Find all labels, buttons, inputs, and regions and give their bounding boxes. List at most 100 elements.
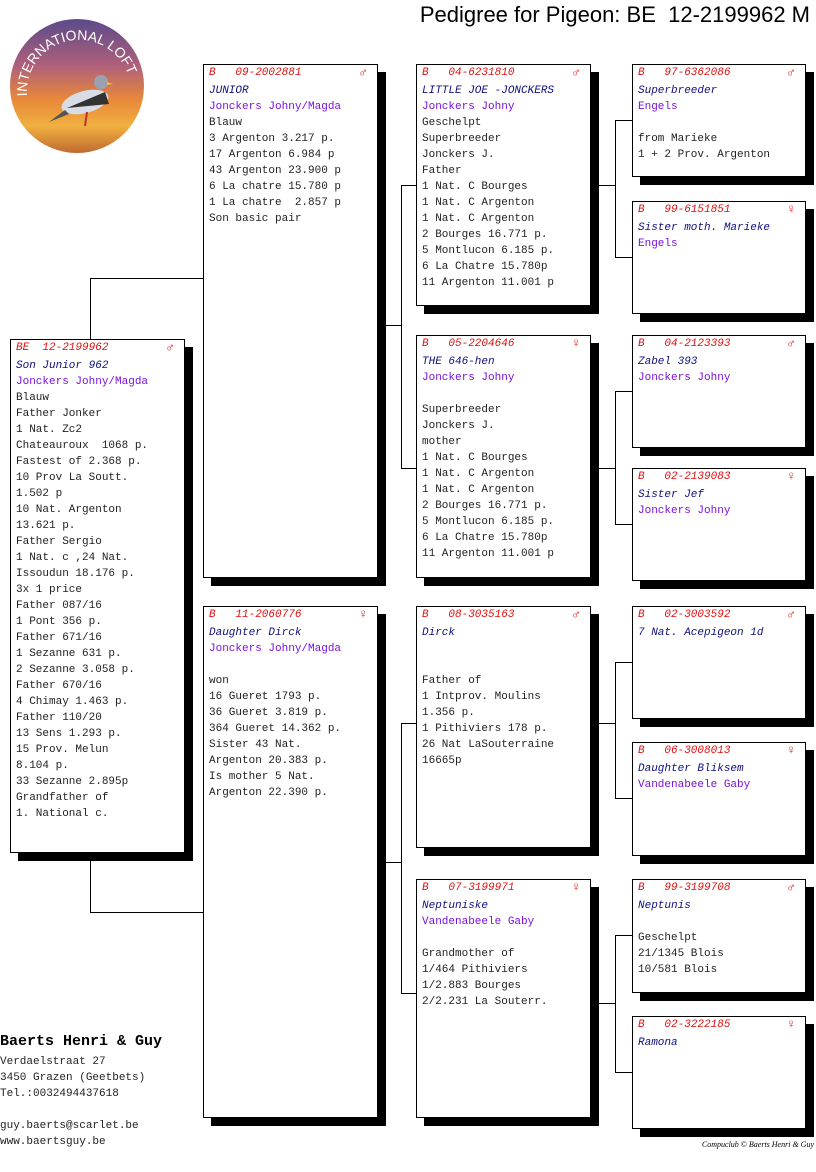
connector-line [615,935,616,1072]
pigeon-name: Daughter Dirck [209,627,302,639]
pigeon-card[interactable]: B 02-3003592♂7 Nat. Acepigeon 1d [632,606,806,719]
pigeon-info-line: Jonckers J. [422,420,495,432]
pigeon-info-line: 2 Bourges 16.771 p. [422,500,548,512]
pigeon-info-line: 13 Sens 1.293 p. [16,728,122,740]
female-icon: ♀ [787,743,795,758]
pigeon-info-line: 10/581 Blois [638,964,718,976]
connector-line [598,1003,615,1004]
pigeon-info-line: Sister 43 Nat. [209,739,302,751]
pigeon-info-line: won [209,675,229,687]
pigeon-info-line: 3 Argenton 3.217 p. [209,133,335,145]
connector-line [385,325,401,326]
pigeon-info-line [422,930,590,946]
connector-line [615,662,616,798]
pigeon-name: Daughter Bliksem [638,763,744,775]
page-title: Pedigree for Pigeon: BE 12-2199962 M [419,2,810,27]
pigeon-info-line: 3x 1 price [16,584,83,596]
pigeon-info-line: Grandfather of [16,792,109,804]
pigeon-info-line: 16665p [422,755,462,767]
pigeon-info-line: Blauw [209,117,243,129]
female-icon: ♀ [572,880,580,895]
pigeon-info-line: Superbreeder [422,133,502,145]
pigeon-info-line: Geschelpt [638,932,698,944]
pigeon-name: LITTLE JOE -JONCKERS [422,85,555,97]
ring-number: B 02-3003592♂ [638,607,795,622]
ring-number: B 04-2123393♂ [638,336,795,351]
connector-line [598,185,615,186]
pigeon-info-line: 11 Argenton 11.001 p [422,277,555,289]
connector-line [615,391,632,392]
ring-number: B 09-2002881♂ [209,65,367,80]
pigeon-owner: Jonckers Johny [422,372,515,384]
pigeon-info-line: 10 Nat. Argenton [16,504,122,516]
male-icon: ♂ [166,340,174,355]
pigeon-info-line: Is mother 5 Nat. [209,771,315,783]
pigeon-info-line: Son basic pair [209,213,302,225]
pigeon-info-line: 1 Pithiviers 178 p. [422,723,548,735]
pigeon-info-line [209,657,377,673]
pigeon-info-line: Father [422,165,462,177]
connector-line [615,120,616,257]
pigeon-name: Sister moth. Marieke [638,222,771,234]
pigeon-info-line: Father 110/20 [16,712,102,724]
pigeon-info-line: Father 087/16 [16,600,102,612]
pigeon-info-line: Father Sergio [16,536,102,548]
pigeon-info-line: 2 Sezanne 3.058 p. [16,664,135,676]
pigeon-info-line [422,386,590,402]
pigeon-info-line: Argenton 22.390 p. [209,787,328,799]
breeder-email[interactable]: guy.baerts@scarlet.be [0,1120,139,1132]
pigeon-name: Neptuniske [422,900,489,912]
pigeon-owner: Jonckers Johny [638,372,731,384]
pigeon-info-line: 1 Sezanne 631 p. [16,648,122,660]
pigeon-info-line: 11 Argenton 11.001 p [422,548,555,560]
pigeon-info-line: 1 Nat. Zc2 [16,424,83,436]
pigeon-info-line: Grandmother of [422,948,515,960]
pigeon-info-line: Father 671/16 [16,632,102,644]
pigeon-owner: Vandenabeele Gaby [638,779,751,791]
pigeon-owner [638,1051,805,1067]
pigeon-info-line: Issoudun 18.176 p. [16,568,135,580]
pigeon-name: JUNIOR [209,85,249,97]
pigeon-info-line: 364 Gueret 14.362 p. [209,723,342,735]
pigeon-info-line: Father of [422,675,482,687]
pigeon-info-line: 1 + 2 Prov. Argenton [638,149,771,161]
female-icon: ♀ [787,469,795,484]
male-icon: ♂ [787,336,795,351]
male-icon: ♂ [787,607,795,622]
breeder-website[interactable]: www.baertsguy.be [0,1136,106,1148]
connector-line [90,912,203,913]
breeder-phone: Tel.:0032494437618 [0,1088,119,1100]
pigeon-owner: Jonckers Johny [638,505,731,517]
pigeon-card[interactable]: B 02-3222185♀Ramona [632,1016,806,1129]
ring-number: B 04-6231810♂ [422,65,580,80]
pigeon-info-line: 1 Nat. C Argenton [422,484,535,496]
pigeon-info-line: Father Jonker [16,408,102,420]
connector-line [401,468,416,469]
ring-number: B 06-3008013♀ [638,743,795,758]
pigeon-info-line: 1 Nat. C Bourges [422,452,528,464]
male-icon: ♂ [787,880,795,895]
pigeon-info-line: 2 Bourges 16.771 p. [422,229,548,241]
ring-number: B 02-3222185♀ [638,1017,795,1032]
breeder-name: Baerts Henri & Guy [0,1033,163,1050]
pigeon-info-line: mother [422,436,462,448]
pigeon-info-line: 1 Nat. c ,24 Nat. [16,552,129,564]
pigeon-owner: Vandenabeele Gaby [422,916,535,928]
pigeon-info-line: 1 Nat. C Argenton [422,468,535,480]
breeder-info: Baerts Henri & Guy Verdaelstraat 27 3450… [0,1034,162,1150]
pigeon-info-line: 1/2.883 Bourges [422,980,522,992]
pigeon-owner: Engels [638,238,678,250]
